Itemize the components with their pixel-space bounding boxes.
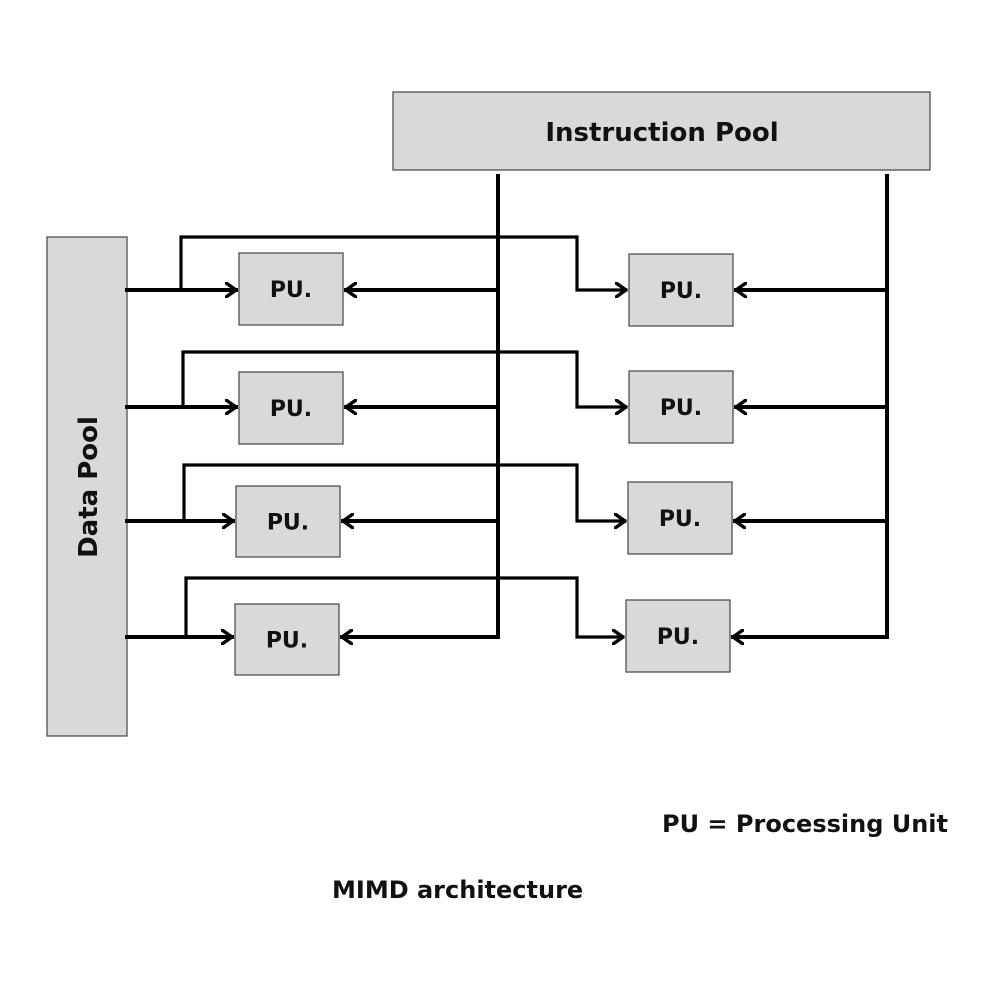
pu-label: PU.: [657, 625, 699, 650]
pu-label: PU.: [267, 511, 309, 536]
pu-rect: [628, 253, 734, 327]
pu-rect: [627, 481, 733, 555]
data-arrow-right-1: [179, 235, 628, 290]
pu-box-right-1: PU.: [628, 253, 734, 327]
pu-box-right-3: PU.: [627, 481, 733, 555]
pu-label: PU.: [660, 279, 702, 304]
pu-rect: [238, 252, 344, 326]
pu-label: PU.: [266, 629, 308, 654]
pu-label: PU.: [270, 278, 312, 303]
caption-text: MIMD architecture: [332, 876, 583, 904]
pu-rect: [235, 485, 341, 558]
pu-label: PU.: [659, 507, 701, 532]
legend-text: PU = Processing Unit: [662, 810, 948, 838]
data-pool: Data Pool: [46, 236, 128, 737]
pu-box-right-2: PU.: [628, 370, 734, 444]
pu-rect: [625, 599, 731, 673]
pu-rect: [628, 370, 734, 444]
pu-label: PU.: [270, 397, 312, 422]
connections: [125, 235, 889, 637]
pu-label: PU.: [660, 396, 702, 421]
instruction-pool: Instruction Pool: [392, 91, 931, 171]
data-arrow-right-3: [182, 463, 627, 521]
processing-units: PU. PU. PU. PU. PU. PU. PU. PU.: [234, 252, 734, 676]
data-pool-label: Data Pool: [74, 416, 104, 558]
pu-box-left-3: PU.: [235, 485, 341, 558]
instruction-pool-label: Instruction Pool: [545, 118, 778, 148]
pu-box-left-2: PU.: [238, 371, 344, 445]
pu-rect: [234, 603, 340, 676]
pu-box-right-4: PU.: [625, 599, 731, 673]
data-arrow-right-4: [184, 576, 625, 637]
pu-box-left-1: PU.: [238, 252, 344, 326]
pu-box-left-4: PU.: [234, 603, 340, 676]
pu-rect: [238, 371, 344, 445]
data-arrow-right-2: [181, 350, 628, 407]
